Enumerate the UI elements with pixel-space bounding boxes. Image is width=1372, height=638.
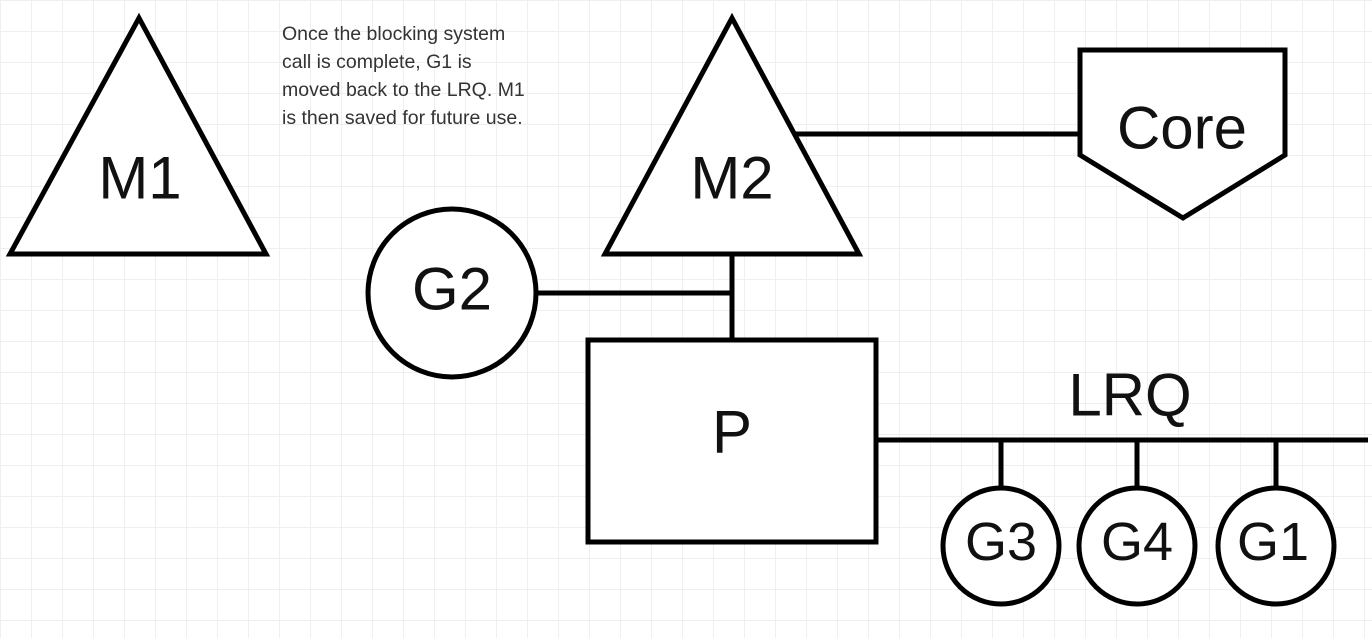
core-node[interactable]: Core xyxy=(1077,47,1288,221)
g2-goroutine-node[interactable]: G2 xyxy=(365,206,539,380)
m1-label: M1 xyxy=(98,145,181,212)
annotation-line: call is complete, G1 is xyxy=(282,51,472,73)
annotation-line: Once the blocking system xyxy=(282,23,506,45)
g4-label: G4 xyxy=(1101,512,1173,572)
g1-label: G1 xyxy=(1237,512,1309,572)
m2-machine-node[interactable]: M2 xyxy=(600,12,864,257)
m2-triangle xyxy=(600,12,864,257)
p-label: P xyxy=(712,399,752,466)
g2-label: G2 xyxy=(412,256,492,323)
g1-circle xyxy=(1215,485,1337,607)
g1-goroutine-node[interactable]: G1 xyxy=(1215,485,1337,607)
lrq-label: LRQ xyxy=(1068,362,1191,429)
g3-goroutine-node[interactable]: G3 xyxy=(940,485,1062,607)
p-processor-node[interactable]: P xyxy=(585,337,879,545)
annotation-line: is then saved for future use. xyxy=(282,107,523,129)
g4-circle xyxy=(1076,485,1198,607)
m1-machine-node[interactable]: M1 xyxy=(5,12,271,257)
core-label: Core xyxy=(1117,95,1247,162)
m1-triangle xyxy=(5,12,271,257)
g3-circle xyxy=(940,485,1062,607)
g4-goroutine-node[interactable]: G4 xyxy=(1076,485,1198,607)
annotation-note: Once the blocking system call is complet… xyxy=(282,20,612,132)
m2-label: M2 xyxy=(690,145,773,212)
core-pentagon xyxy=(1077,47,1288,221)
p-rectangle xyxy=(585,337,879,545)
g3-label: G3 xyxy=(965,512,1037,572)
g2-circle xyxy=(365,206,539,380)
annotation-line: moved back to the LRQ. M1 xyxy=(282,79,525,101)
